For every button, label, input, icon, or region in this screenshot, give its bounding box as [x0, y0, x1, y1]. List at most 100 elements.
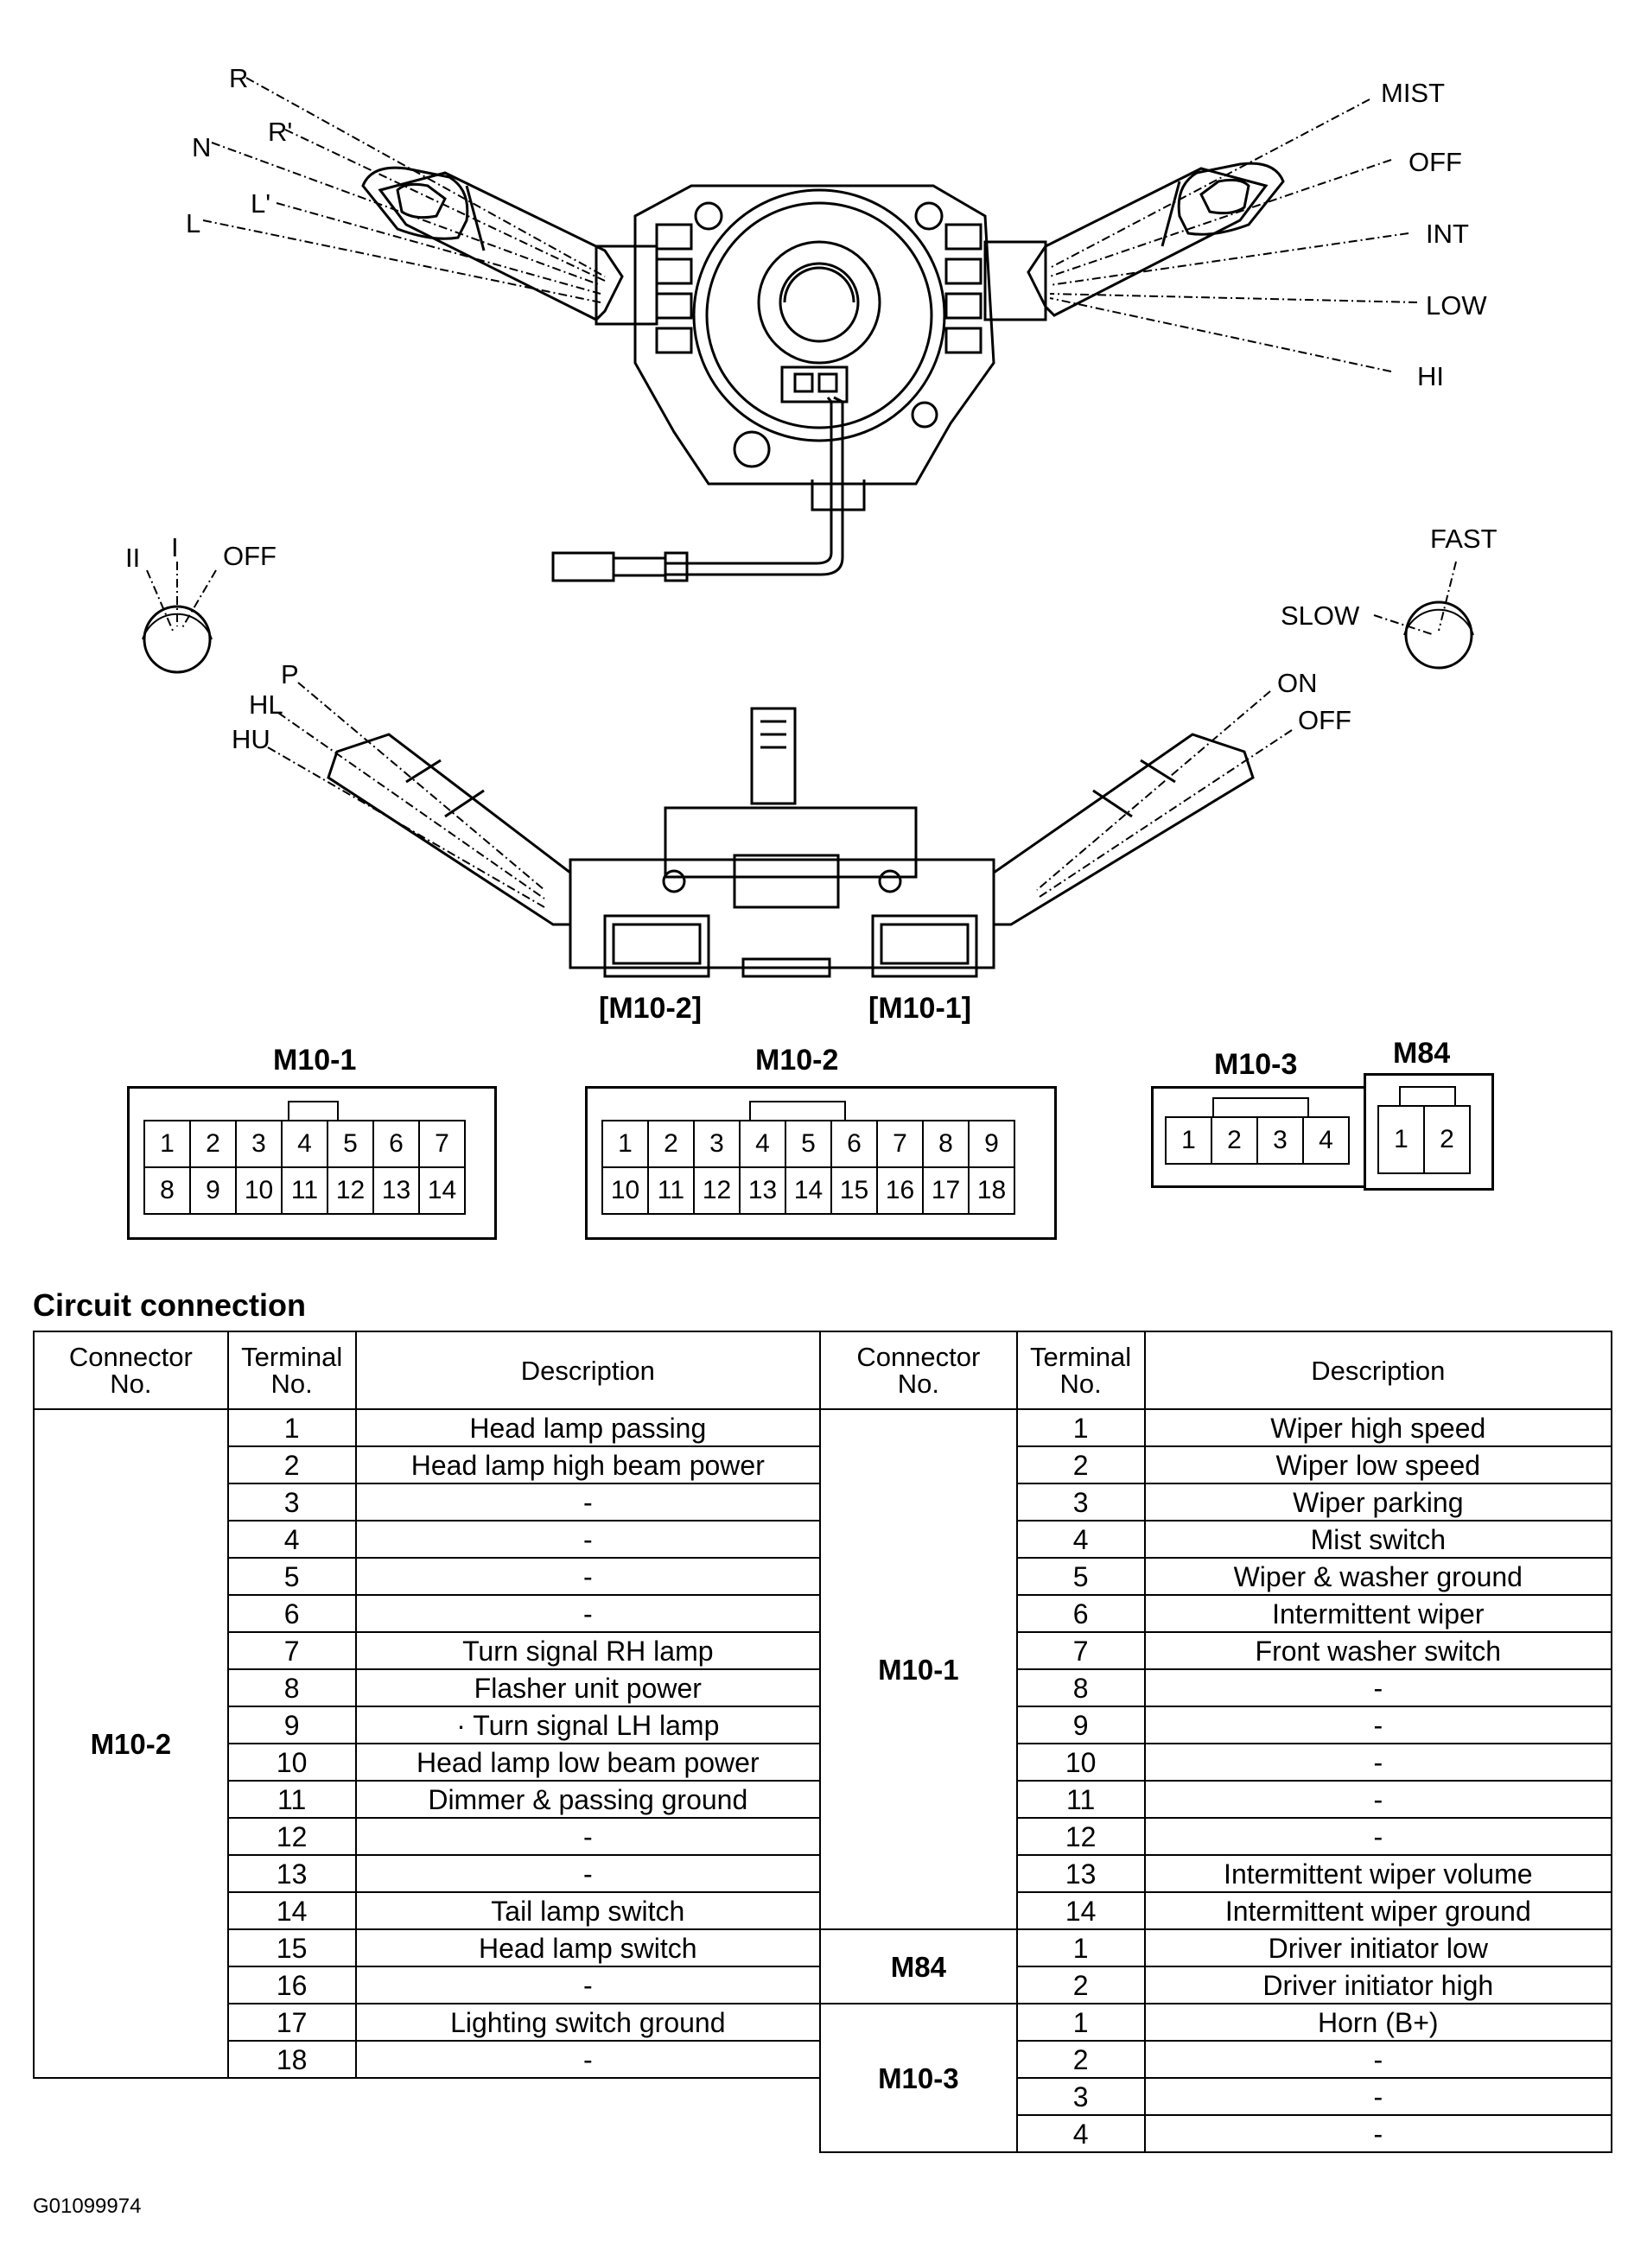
- ignition-knob: [143, 605, 212, 674]
- description-cell: -: [1143, 1817, 1613, 1856]
- label-hu: HU: [232, 724, 270, 754]
- figure-id: G01099974: [33, 2195, 142, 2218]
- description-cell: -: [354, 1966, 822, 2004]
- description-cell: Head lamp switch: [354, 1928, 822, 1967]
- connector-m10-3-title: M10-3: [1214, 1048, 1298, 1081]
- label-l-prime: L': [251, 188, 271, 219]
- terminal-cell: 8: [226, 1668, 357, 1707]
- label-l: L: [186, 208, 201, 238]
- pin: 10: [235, 1166, 283, 1215]
- terminal-cell: 17: [226, 2003, 357, 2042]
- table-row: 16-: [34, 1966, 822, 2004]
- pin: 6: [830, 1120, 878, 1168]
- pin: 17: [922, 1166, 970, 1215]
- terminal-cell: 5: [1015, 1557, 1146, 1596]
- table-row: 18-: [34, 2040, 822, 2079]
- pin: 1: [143, 1120, 191, 1168]
- table-row: 9· Turn signal LH lamp: [34, 1706, 822, 1744]
- terminal-cell: 12: [1015, 1817, 1146, 1856]
- table-row: 4-: [820, 2114, 1613, 2153]
- description-cell: Turn signal RH lamp: [354, 1631, 822, 1670]
- table-row: 4-: [34, 1520, 822, 1559]
- terminal-cell: 9: [1015, 1706, 1146, 1744]
- description-cell: -: [1143, 2077, 1613, 2116]
- pin: 2: [647, 1120, 695, 1168]
- label-ii: II: [125, 543, 141, 573]
- switch-assembly-drawing: [142, 77, 1474, 978]
- terminal-cell: 13: [226, 1854, 357, 1893]
- label-i: I: [171, 532, 179, 562]
- pin: 2: [1423, 1105, 1471, 1174]
- terminal-cell: 4: [1015, 2114, 1146, 2153]
- terminal-cell: 10: [226, 1743, 357, 1782]
- description-cell: Dimmer & passing ground: [354, 1780, 822, 1819]
- pin: 11: [647, 1166, 695, 1215]
- terminal-cell: 7: [1015, 1631, 1146, 1670]
- description-cell: Wiper parking: [1143, 1483, 1613, 1522]
- pin: 8: [922, 1120, 970, 1168]
- description-cell: -: [1143, 1668, 1613, 1707]
- terminal-cell: 2: [1015, 1445, 1146, 1484]
- header-connector: Connector No.: [33, 1331, 229, 1410]
- pin: 1: [1165, 1116, 1212, 1165]
- pin: 14: [785, 1166, 832, 1215]
- section-title: Circuit connection: [33, 1287, 307, 1323]
- terminal-cell: 1: [226, 1408, 357, 1447]
- label-slow: SLOW: [1281, 600, 1360, 631]
- description-cell: Head lamp low beam power: [354, 1743, 822, 1782]
- table-row: 13-: [34, 1854, 822, 1893]
- pin: 8: [143, 1166, 191, 1215]
- header-description: Description: [354, 1331, 822, 1410]
- wiper-lever-top: [983, 162, 1285, 321]
- label-on: ON: [1277, 668, 1318, 698]
- description-cell: Flasher unit power: [354, 1668, 822, 1707]
- table-row: 5-: [34, 1557, 822, 1596]
- description-cell: Intermittent wiper volume: [1143, 1854, 1613, 1893]
- description-cell: -: [1143, 1706, 1613, 1744]
- label-fast: FAST: [1430, 524, 1498, 554]
- label-low: LOW: [1426, 290, 1487, 321]
- table-row: 11-: [820, 1780, 1613, 1819]
- pin: 5: [785, 1120, 832, 1168]
- terminal-cell: 15: [226, 1928, 357, 1967]
- label-p: P: [281, 659, 299, 689]
- label-int: INT: [1426, 219, 1469, 249]
- callout-m10-1: [M10-1]: [868, 992, 972, 1025]
- label-washer-off: OFF: [1298, 705, 1351, 735]
- pin: 9: [968, 1120, 1015, 1168]
- label-r: R: [229, 63, 249, 93]
- description-cell: Intermittent wiper: [1143, 1594, 1613, 1633]
- terminal-cell: 2: [1015, 1966, 1146, 2004]
- header-terminal: Terminal No.: [226, 1331, 357, 1410]
- connector-m84: 1 2: [1364, 1073, 1494, 1191]
- pin: 9: [189, 1166, 237, 1215]
- description-cell: -: [1143, 2114, 1613, 2153]
- description-cell: Wiper high speed: [1143, 1408, 1613, 1447]
- pin: 11: [281, 1166, 328, 1215]
- description-cell: -: [1143, 1743, 1613, 1782]
- pin: 6: [372, 1120, 420, 1168]
- table-row: 3-: [34, 1483, 822, 1522]
- pin: 5: [327, 1120, 374, 1168]
- table-row: 12-: [820, 1817, 1613, 1856]
- description-cell: -: [354, 1520, 822, 1559]
- terminal-cell: 4: [1015, 1520, 1146, 1559]
- table-row: 9-: [820, 1706, 1613, 1744]
- description-cell: -: [1143, 1780, 1613, 1819]
- connector-m10-3: 1 2 3 4: [1151, 1086, 1379, 1188]
- terminal-cell: 10: [1015, 1743, 1146, 1782]
- circuit-table-right: Connector No. Terminal No. Description M…: [819, 1331, 1613, 2153]
